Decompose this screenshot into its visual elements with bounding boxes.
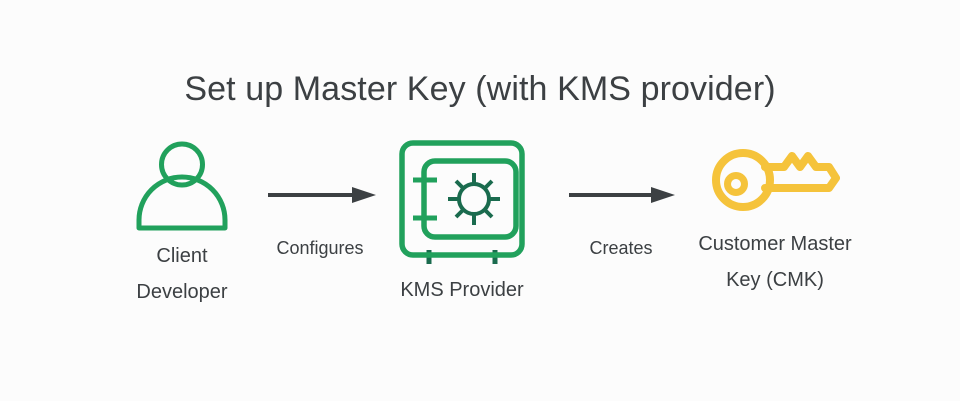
safe-body <box>399 140 525 258</box>
node-label-customer-master-key: Customer Master Key (CMK) <box>698 233 852 291</box>
safe-door <box>421 158 519 240</box>
key-hole <box>724 172 748 196</box>
safe-icon <box>399 140 525 264</box>
edge-configures: Configures <box>250 184 390 259</box>
key-icon <box>712 149 840 211</box>
safe-dial <box>448 173 500 225</box>
arrow-right-icon <box>569 187 675 203</box>
arrow-right-icon <box>268 187 376 203</box>
node-kms-provider: KMS Provider <box>362 138 562 308</box>
node-label-client-developer: Client Developer <box>136 245 228 303</box>
edge-label-configures: Configures <box>276 238 364 258</box>
edge-creates: Creates <box>556 184 686 259</box>
node-customer-master-key: Customer Master Key (CMK) <box>655 140 895 298</box>
node-label-kms-provider: KMS Provider <box>400 279 524 301</box>
page-title: Set up Master Key (with KMS provider) <box>184 70 776 108</box>
node-client-developer: Client Developer <box>82 140 282 310</box>
edge-label-creates: Creates <box>589 238 653 258</box>
person-icon <box>136 141 228 231</box>
